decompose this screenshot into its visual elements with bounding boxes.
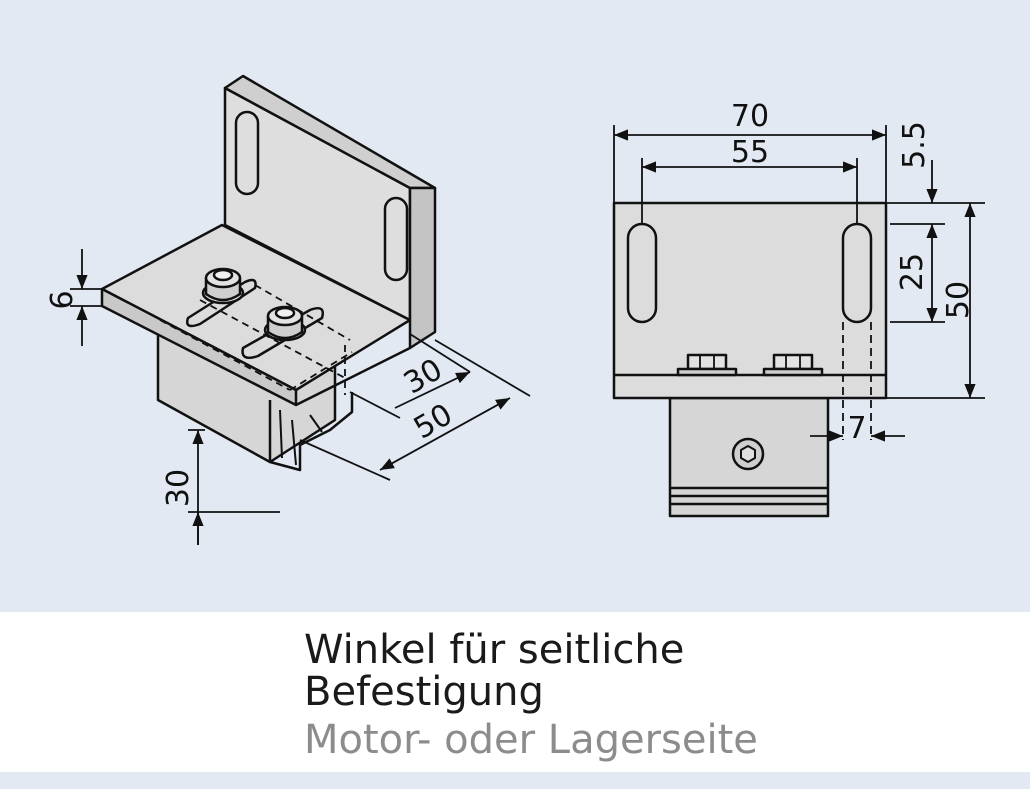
technical-drawing: 6 30 50 30 (45, 74, 985, 545)
front-view (612, 201, 888, 518)
isometric-view (100, 74, 437, 472)
dim-iso-thickness: 6 (45, 290, 80, 309)
caption-subtitle: Motor- oder Lagerseite (304, 717, 758, 763)
drawing-panel: 6 30 50 30 (45, 74, 985, 545)
iso-hidden-lines (159, 284, 353, 395)
dim-front-width-inner: 55 (731, 135, 769, 170)
front-hidden-lines (842, 322, 872, 440)
front-slot-left (626, 222, 658, 324)
front-plate (612, 201, 888, 400)
iso-bolt-1 (201, 267, 245, 305)
caption-title-line-1: Winkel für seitliche (304, 627, 685, 673)
front-bolt-right (762, 353, 824, 377)
iso-plate-corner (295, 346, 411, 407)
caption-title-line-2: Befestigung (304, 669, 544, 715)
dim-front-width-outer: 70 (731, 99, 769, 134)
bottom-strip (0, 772, 1030, 789)
front-bolt-left (676, 353, 738, 377)
dim-iso-height: 30 (161, 469, 196, 507)
iso-slot-left (234, 110, 260, 196)
dim-front-height: 50 (941, 281, 976, 319)
dim-front-offset: 7 (847, 411, 866, 446)
iso-profile-clamp (268, 392, 354, 472)
dim-iso-depth-outer: 50 (408, 397, 459, 446)
front-slot-right (841, 222, 873, 324)
iso-dimensions (70, 249, 531, 545)
dim-iso-depth-inner: 30 (398, 352, 449, 401)
iso-profile-clamp-inner (279, 409, 323, 466)
dim-front-slot-top: 5.5 (897, 121, 932, 169)
dim-front-slot-length: 25 (895, 253, 930, 291)
caption-panel: Winkel für seitliche Befestigung Motor- … (0, 612, 1030, 772)
front-dimensions (613, 125, 985, 442)
iso-bolt-2 (263, 305, 307, 342)
iso-slot-right (383, 196, 409, 282)
iso-vertical-plate-side (408, 186, 437, 350)
